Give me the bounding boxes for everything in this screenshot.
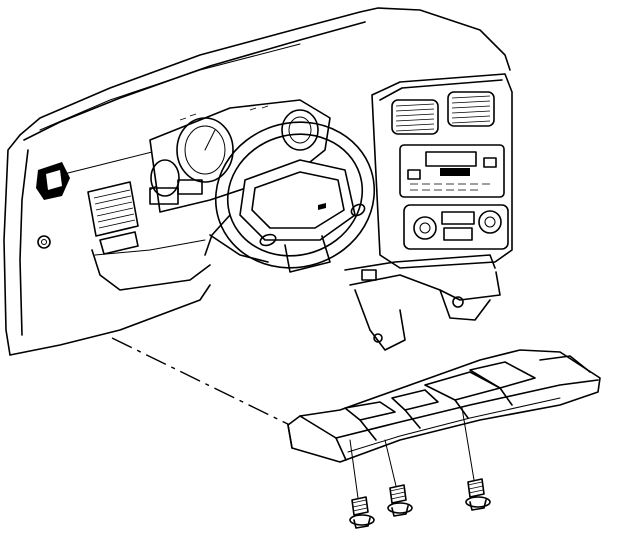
left-center-vent	[87, 181, 139, 255]
radio-head-unit	[399, 144, 505, 198]
center-stack	[371, 73, 513, 269]
lower-trim-panel	[287, 349, 601, 463]
steering-wheel	[204, 121, 376, 273]
instrument-cluster	[149, 99, 331, 213]
climate-controls	[403, 204, 509, 250]
screw-icon	[349, 439, 375, 529]
screw-icon	[461, 407, 491, 511]
screw-icon	[384, 439, 413, 517]
column-support-bracket	[344, 254, 501, 351]
center-vents	[391, 91, 495, 135]
exploded-guide-line	[111, 337, 301, 431]
left-side-vent	[36, 162, 70, 249]
panel-fasteners	[349, 407, 491, 529]
instrument-panel	[3, 7, 511, 356]
